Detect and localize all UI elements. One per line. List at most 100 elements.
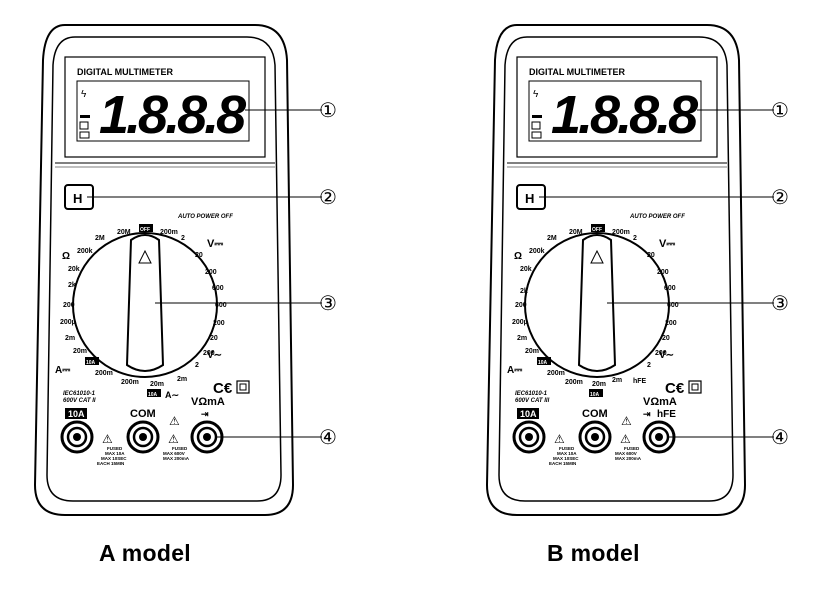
- double-insulation-icon: [236, 380, 250, 394]
- range-label: 2: [647, 362, 651, 369]
- fuse-note: FUSED: [624, 446, 640, 451]
- rotary-selector[interactable]: [524, 232, 670, 378]
- callout-1: ①: [771, 100, 789, 122]
- range-label: 20: [662, 335, 670, 342]
- range-label: 200: [665, 320, 677, 327]
- battery-indicator: [79, 131, 90, 139]
- range-label: 200m: [121, 379, 139, 386]
- diode-icon: ⇥: [643, 409, 651, 419]
- model-a-multimeter: DIGITAL MULTIMETER 1.8.8.8 ϟ H AUTO POWE…: [33, 24, 337, 516]
- range-label: 200m: [547, 370, 565, 377]
- right-range-labels: 20 200 600 600 200 20 200 2 V∼: [195, 252, 227, 369]
- lcd-window: [528, 80, 702, 142]
- jack-v-ohm-ma[interactable]: [642, 420, 676, 454]
- range-label: 600: [212, 285, 224, 292]
- callout-3: ③: [319, 293, 337, 315]
- fuse-note: MAX 600V: [615, 451, 637, 456]
- double-insulation-icon: [688, 380, 702, 394]
- top-range-labels: 2M 20M OFF 200m 2 V⎓: [95, 224, 223, 250]
- range-label: 200: [655, 350, 667, 357]
- jack-label: COM: [130, 408, 156, 420]
- left-range-labels: Ω 200k 20k 2k 200 200µ 2m 20m 200m: [60, 248, 113, 377]
- model-b-multimeter: DIGITAL MULTIMETER 1.8.8.8 ϟ H AUTO POWE…: [485, 24, 789, 516]
- range-label: 10A: [590, 392, 600, 398]
- ten-amp-badge: [589, 389, 603, 397]
- range-label: 200µ: [60, 319, 76, 326]
- range-label: V⎓: [207, 238, 223, 250]
- jack-10a[interactable]: [512, 420, 546, 454]
- range-label: 2m: [517, 335, 527, 342]
- range-label: 200m: [95, 370, 113, 377]
- callout-4: ④: [319, 427, 337, 449]
- warning-icon: ⚠: [621, 414, 632, 428]
- range-label: V∼: [659, 350, 674, 361]
- caption-model-a: A model: [99, 540, 191, 566]
- ten-amp-badge-left: [537, 357, 551, 365]
- left-range-labels: Ω 200k 20k 2k 200 200µ 2m 20m 200m: [512, 248, 565, 377]
- ce-mark-icon: C€: [665, 380, 685, 397]
- range-label: 2M: [547, 235, 557, 242]
- dial-pointer-icon: [138, 249, 152, 264]
- range-label: 200m: [160, 229, 178, 236]
- range-label: 20: [195, 252, 203, 259]
- ten-amp-badge: [147, 389, 161, 397]
- range-label: 200m: [612, 229, 630, 236]
- standard-label: IEC61010-1: [515, 391, 548, 397]
- range-label: Ω: [514, 251, 522, 262]
- dial-knob: [577, 234, 617, 372]
- rotary-selector[interactable]: [72, 232, 218, 378]
- warning-icon: ⚠: [102, 432, 113, 446]
- diode-icon: ⇥: [201, 409, 209, 419]
- minus-sign: [80, 115, 90, 118]
- range-label: 2: [181, 235, 185, 242]
- range-label: 200: [657, 269, 669, 276]
- range-label: 200: [63, 302, 75, 309]
- fuse-note: MAX 10A: [105, 451, 125, 456]
- range-label: 200m: [565, 379, 583, 386]
- jack-com[interactable]: [126, 420, 160, 454]
- range-label: 20m: [525, 348, 539, 355]
- callout-1: ①: [319, 100, 337, 122]
- range-label: 200: [213, 320, 225, 327]
- fuse-note: FUSED: [107, 446, 123, 451]
- off-badge: [139, 224, 153, 232]
- range-label: 2m: [612, 377, 622, 384]
- callout-4: ④: [771, 427, 789, 449]
- jack-v-ohm-ma[interactable]: [190, 420, 224, 454]
- auto-power-off-label: AUTO POWER OFF: [629, 214, 685, 220]
- range-label: 200: [203, 350, 215, 357]
- caption-model-b: B model: [547, 540, 640, 566]
- range-label: hFE: [633, 378, 647, 385]
- range-label: OFF: [592, 227, 602, 233]
- range-label: 2: [633, 235, 637, 242]
- category-label: 600V CAT II: [63, 398, 96, 404]
- brand-label: DIGITAL MULTIMETER: [529, 67, 625, 77]
- fuse-note: FUSED: [172, 446, 188, 451]
- warning-icon: ⚠: [169, 414, 180, 428]
- range-label: 2m: [65, 335, 75, 342]
- callout-2: ②: [771, 187, 789, 209]
- range-label: 10A: [148, 392, 158, 398]
- range-label: 200k: [77, 248, 93, 255]
- jack-10a[interactable]: [60, 420, 94, 454]
- standard-label: IEC61010-1: [63, 391, 96, 397]
- warning-icon: ⚠: [620, 432, 631, 446]
- range-label: Ω: [62, 251, 70, 262]
- jack-label: VΩmA: [191, 396, 225, 408]
- bottom-range-labels: 2m 20m 200m 10A A∼ A⎓ 10A: [55, 357, 187, 400]
- lightning-icon: ϟ: [533, 89, 539, 100]
- range-label: A∼: [165, 390, 179, 400]
- hold-button-label: H: [73, 191, 82, 206]
- range-label: 200k: [529, 248, 545, 255]
- jack-label-badge: [517, 408, 539, 419]
- off-badge: [591, 224, 605, 232]
- hold-indicator: [79, 121, 89, 130]
- callout-markers: ① ② ③ ④: [771, 100, 789, 449]
- jack-label-hfe: hFE: [657, 409, 676, 420]
- range-label: V∼: [207, 350, 222, 361]
- fuse-note: MAX 200mA: [615, 456, 642, 461]
- jack-com[interactable]: [578, 420, 612, 454]
- dial-knob: [125, 234, 165, 372]
- range-label: 20M: [569, 229, 583, 236]
